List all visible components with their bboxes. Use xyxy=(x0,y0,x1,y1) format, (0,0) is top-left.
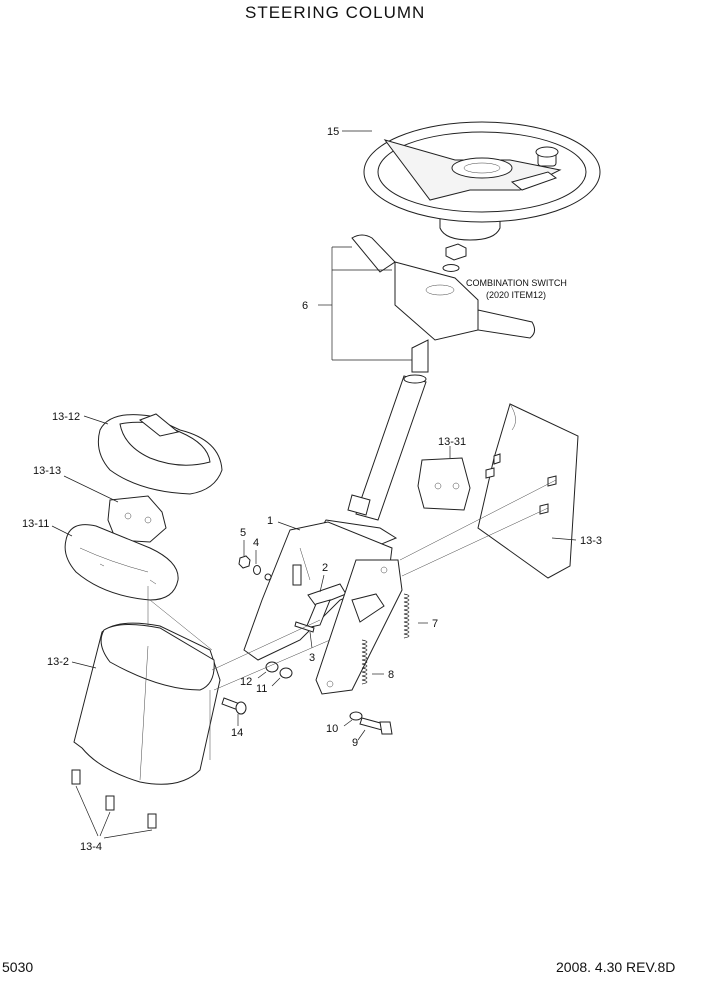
label-13-4: 13-4 xyxy=(80,841,102,853)
label-13-31: 13-31 xyxy=(438,436,466,448)
label-15: 15 xyxy=(327,126,339,138)
label-10: 10 xyxy=(326,723,338,735)
screws-13-4 xyxy=(71,769,157,829)
label-2: 2 xyxy=(322,562,328,574)
screw-14 xyxy=(221,697,247,715)
label-13-13: 13-13 xyxy=(33,465,61,477)
note-combination-switch: COMBINATION SWITCH xyxy=(466,278,567,288)
label-6: 6 xyxy=(302,300,308,312)
bracket-13-31 xyxy=(417,457,471,511)
label-1: 1 xyxy=(267,515,273,527)
tilt-lever xyxy=(305,583,347,629)
bolt-9 xyxy=(359,717,393,735)
label-13-11: 13-11 xyxy=(22,518,49,530)
label-3: 3 xyxy=(309,652,315,664)
label-14: 14 xyxy=(231,727,243,739)
cover-13-12 xyxy=(97,413,223,495)
shroud-13-2 xyxy=(73,622,221,785)
pin-left xyxy=(264,573,272,581)
combination-switch xyxy=(351,234,536,373)
label-13-3: 13-3 xyxy=(580,535,602,547)
washer-10 xyxy=(349,711,363,721)
page-title: STEERING COLUMN xyxy=(245,3,425,22)
washer-4 xyxy=(253,565,261,575)
label-8: 8 xyxy=(388,669,394,681)
nut-5 xyxy=(238,555,251,569)
assembly-guides xyxy=(147,479,557,691)
label-7: 7 xyxy=(432,618,438,630)
label-13-12: 13-12 xyxy=(52,411,80,423)
steering-wheel xyxy=(363,121,601,241)
label-9: 9 xyxy=(352,737,358,749)
nut-and-washer xyxy=(442,243,467,272)
revision-date: 2008. 4.30 REV.8D xyxy=(556,959,675,975)
page-number: 5030 xyxy=(2,959,33,975)
clamp-13-13 xyxy=(107,495,167,543)
spring-8 xyxy=(361,639,368,685)
label-12: 12 xyxy=(240,676,252,688)
nut-12 xyxy=(265,661,279,673)
cover-13-3 xyxy=(477,403,579,579)
washer-11 xyxy=(279,667,293,679)
label-5: 5 xyxy=(240,527,246,539)
cover-13-11 xyxy=(64,524,179,601)
label-4: 4 xyxy=(253,537,259,549)
spring-7 xyxy=(403,593,410,639)
label-13-2: 13-2 xyxy=(47,656,69,668)
tilt-plate xyxy=(315,559,403,695)
note-combination-switch-ref: (2020 ITEM12) xyxy=(486,290,546,300)
label-11: 11 xyxy=(256,683,267,695)
steering-column-shaft xyxy=(319,374,427,549)
